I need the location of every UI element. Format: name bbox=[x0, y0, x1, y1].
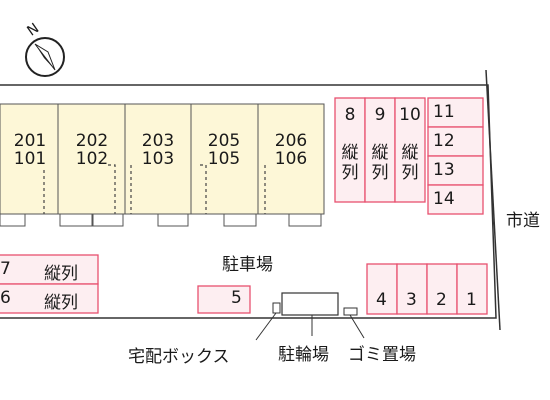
north-arrow-icon bbox=[25, 37, 65, 77]
unit-upper-2: 202 bbox=[75, 131, 109, 151]
parking-slot-4: 4 bbox=[376, 290, 387, 310]
parking-slot-11: 11 bbox=[433, 102, 455, 122]
parking-slot-8-type-2: 列 bbox=[341, 163, 359, 183]
parking-left-slots bbox=[0, 254, 99, 314]
city-road-label: 市道 bbox=[506, 211, 540, 231]
parking-slot-8-type-1: 縦 bbox=[341, 143, 359, 163]
parking-bottom-row bbox=[366, 263, 488, 315]
parking-slot-2: 2 bbox=[436, 290, 447, 310]
unit-lower-5: 106 bbox=[274, 149, 308, 169]
parking-slot-9-type-1: 縦 bbox=[371, 143, 389, 163]
parking-slot-5: 5 bbox=[231, 288, 242, 308]
garbage-marker bbox=[343, 307, 358, 316]
parking-slot-3: 3 bbox=[406, 290, 417, 310]
parking-slot-14: 14 bbox=[433, 189, 455, 209]
parking-right-stack bbox=[427, 97, 484, 215]
parking-slot-6-type: 縦列 bbox=[44, 293, 78, 313]
delivery-box-marker bbox=[272, 302, 281, 314]
lot-boundary bbox=[0, 84, 497, 319]
parking-slot-8-number: 8 bbox=[344, 105, 356, 125]
parking-slot-7-number: 7 bbox=[0, 259, 11, 279]
parking-slot-9-type-2: 列 bbox=[371, 163, 389, 183]
city-road-edge bbox=[485, 69, 501, 331]
delivery-box-label: 宅配ボックス bbox=[128, 347, 230, 367]
unit-lower-1: 101 bbox=[13, 149, 47, 169]
parking-label: 駐車場 bbox=[222, 255, 273, 275]
unit-upper-4: 205 bbox=[207, 131, 241, 151]
parking-slot-10-type-2: 列 bbox=[401, 163, 419, 183]
unit-lower-4: 105 bbox=[207, 149, 241, 169]
bicycle-parking-label: 駐輪場 bbox=[278, 345, 329, 365]
parking-slot-10-number: 10 bbox=[399, 105, 421, 125]
bicycle-parking-marker bbox=[281, 292, 339, 316]
parking-slot-1: 1 bbox=[466, 290, 477, 310]
unit-lower-3: 103 bbox=[141, 149, 175, 169]
unit-upper-3: 203 bbox=[141, 131, 175, 151]
parking-slot-7-type: 縦列 bbox=[44, 264, 78, 284]
parking-vertical-slots bbox=[334, 97, 426, 203]
building bbox=[0, 103, 325, 227]
parking-slot-10-type-1: 縦 bbox=[401, 143, 419, 163]
parking-slot-9-number: 9 bbox=[374, 105, 386, 125]
parking-slot-6-number: 6 bbox=[0, 288, 11, 308]
garbage-label: ゴミ置場 bbox=[348, 345, 416, 365]
parking-slot-5-box bbox=[197, 285, 251, 314]
parking-slot-12: 12 bbox=[433, 131, 455, 151]
unit-upper-5: 206 bbox=[274, 131, 308, 151]
parking-slot-13: 13 bbox=[433, 160, 455, 180]
unit-lower-2: 102 bbox=[75, 149, 109, 169]
unit-upper-1: 201 bbox=[13, 131, 47, 151]
